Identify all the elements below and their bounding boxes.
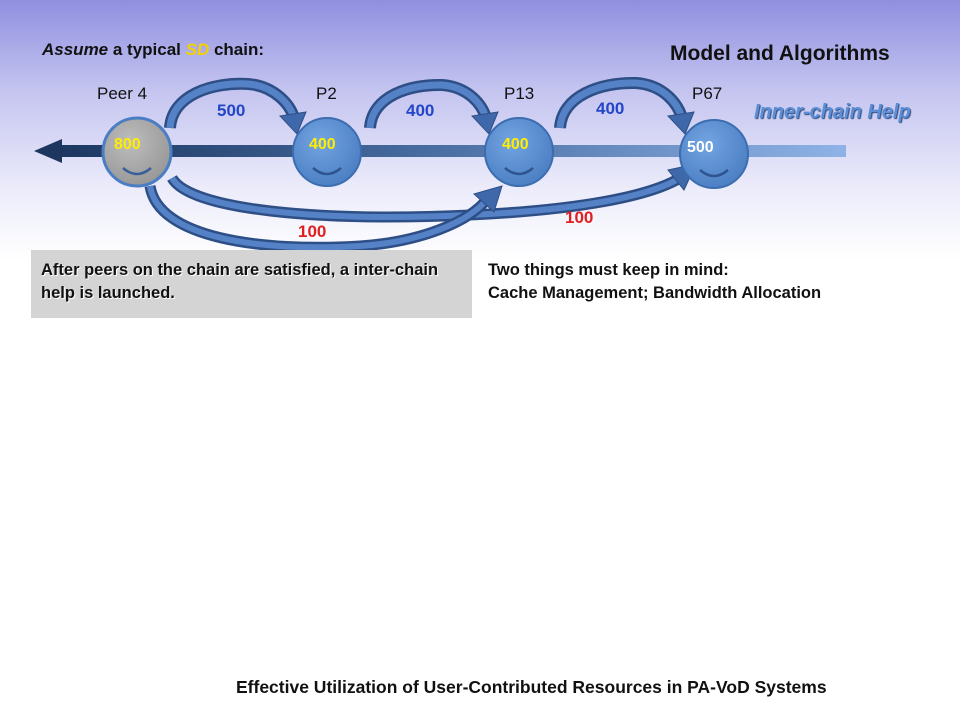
intro-assume: Assume bbox=[42, 40, 109, 59]
flow-arrow-p4-p2 bbox=[164, 77, 307, 135]
chain-bar bbox=[58, 145, 846, 157]
flow-arrow-p4-p67 bbox=[167, 163, 697, 223]
capacity-peer4: 800 bbox=[114, 136, 141, 153]
flow-label-p4-p67: 100 bbox=[565, 208, 594, 227]
flow-arrow-p2-p13 bbox=[364, 78, 499, 135]
remind-text: Two things must keep in mind: Cache Mana… bbox=[488, 259, 821, 305]
peer-label-p13: P13 bbox=[504, 84, 535, 103]
inner-chain-help-label: Inner-chain Help bbox=[754, 101, 911, 123]
peer-node-p2 bbox=[292, 117, 362, 187]
capacity-p13: 400 bbox=[502, 136, 529, 153]
footer-title: Effective Utilization of User-Contribute… bbox=[236, 677, 827, 697]
flow-label-p13-p67: 400 bbox=[596, 99, 625, 118]
flow-arrow-p13-p67 bbox=[554, 76, 695, 135]
intro-sd: SD bbox=[185, 40, 210, 59]
slide-title: Model and Algorithms bbox=[670, 42, 890, 65]
intro-text: Assume a typical SD chain: bbox=[42, 40, 264, 60]
intro-middle: a typical bbox=[108, 40, 186, 59]
flow-arrow-p4-p13 bbox=[144, 184, 503, 253]
note-box bbox=[31, 250, 472, 318]
peer-label-p2: P2 bbox=[316, 84, 337, 103]
flow-label-p4-p2: 500 bbox=[217, 101, 246, 120]
peer-node-peer4 bbox=[101, 116, 173, 188]
capacity-p67: 500 bbox=[687, 139, 714, 156]
peer-label-p67: P67 bbox=[692, 84, 723, 103]
flow-label-p2-p13: 400 bbox=[406, 101, 435, 120]
remind-line-1: Two things must keep in mind: bbox=[488, 261, 729, 279]
peer-label-peer4: Peer 4 bbox=[97, 84, 148, 103]
remind-line-2: Cache Management; Bandwidth Allocation bbox=[488, 284, 822, 302]
flow-label-p4-p13: 100 bbox=[298, 222, 327, 241]
peer-node-p67 bbox=[679, 119, 749, 189]
inter-chain-note: After peers on the chain are satisfied, … bbox=[41, 261, 439, 302]
peer-node-p13 bbox=[484, 117, 554, 187]
capacity-p2: 400 bbox=[309, 136, 336, 153]
chain-arrow-head bbox=[34, 139, 62, 163]
intro-end: chain: bbox=[209, 40, 265, 59]
